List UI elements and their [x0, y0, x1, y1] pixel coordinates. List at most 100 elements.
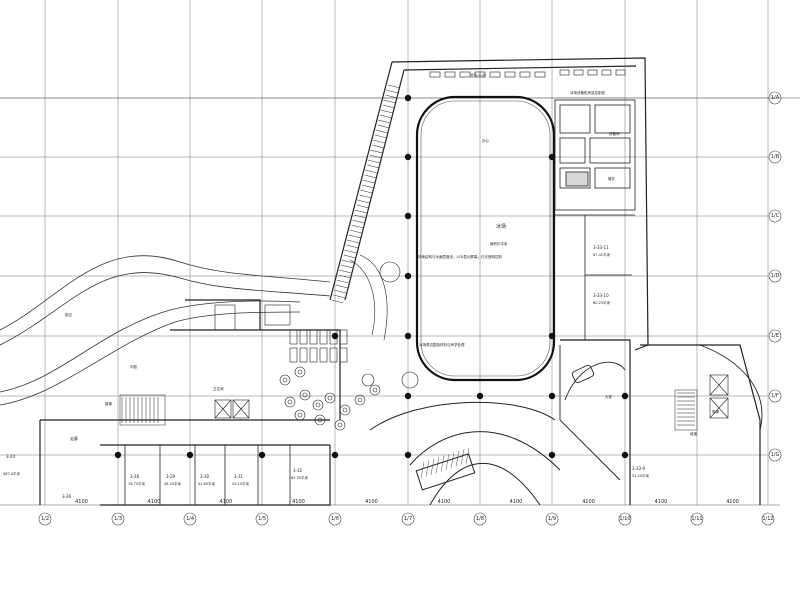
- void-label: 挑空: [65, 312, 72, 317]
- rink-area: 面积约平米: [490, 241, 508, 246]
- structural-columns: [114, 94, 629, 459]
- grid-bubble-col: 1/9: [545, 512, 559, 526]
- grid-bubble-label: 1/8: [476, 516, 484, 522]
- grid-bubble-label: 1/C: [771, 213, 780, 219]
- grid-bubble-label: 1/7: [404, 516, 412, 522]
- grid-bubble-row: 1/C: [768, 209, 782, 223]
- shop-3-29-area: 48.20平米: [164, 481, 182, 486]
- grid-bubble-label: 1/10: [619, 516, 630, 522]
- dimension-text: 4100: [438, 499, 451, 505]
- pipe-well-label: 管井: [608, 176, 616, 181]
- grid-bubble-label: 1/4: [186, 516, 194, 522]
- shop-3-30: 3-30: [200, 474, 210, 479]
- shop-3-33-11-area: 67.41平米: [593, 252, 611, 257]
- grid-bubble-col: 1/5: [255, 512, 269, 526]
- grid-bubble-label: 1/B: [771, 154, 780, 160]
- elevator-label: 电梯: [712, 409, 720, 414]
- rink-label: 冰场: [496, 223, 506, 230]
- grid-bubble-row: 1/G: [768, 448, 782, 462]
- dimension-text: 4100: [365, 499, 378, 505]
- grid-bubble-label: 1/G: [771, 452, 780, 458]
- dimension-text: 4100: [148, 499, 161, 505]
- shop-3-33-9-area: 51.20平米: [632, 473, 650, 478]
- office-label: 办公: [482, 138, 490, 143]
- grid-bubble-label: 1/2: [41, 516, 49, 522]
- shop-3-33-11: 3-33-11: [593, 245, 609, 250]
- ice-rink: [415, 95, 556, 382]
- shop-3-32-area: 62.35平米: [291, 475, 309, 480]
- elevator-bank: [214, 374, 729, 419]
- stair-label: 楼梯: [105, 401, 112, 406]
- ice-rink-inner: [420, 100, 551, 377]
- dimension-text: 4100: [726, 499, 739, 505]
- grid-bubble-label: 1/D: [771, 273, 780, 279]
- grid-bubble-col: 1/7: [401, 512, 415, 526]
- shop-3-33-10: 3-33-10: [593, 293, 609, 298]
- shop-3-29: 3-29: [166, 474, 176, 479]
- plan-labels: 冰场 面积约平米 场地结构与冰面层做法；LED显示屏幕；灯光音响控制 冰场周边围…: [3, 72, 720, 499]
- dimension-text: 4100: [75, 499, 88, 505]
- entrance-pillars: [361, 261, 419, 389]
- grid-bubble-label: 1/3: [114, 516, 122, 522]
- right-service-core: [554, 99, 636, 340]
- shop-3-28: 3-28: [130, 474, 140, 479]
- grid-bubble-label: 1/9: [548, 516, 556, 522]
- shop-3-33-10-area: 60.23平米: [593, 300, 611, 305]
- grid-bubble-col: 1/2: [38, 512, 52, 526]
- grid-bubble-col: 1/11: [690, 512, 704, 526]
- dimension-text: 4100: [292, 499, 305, 505]
- grid-bubble-col: 1/4: [183, 512, 197, 526]
- shop-3-28-area: 76.75平米: [128, 481, 146, 486]
- atrium-label: 中庭: [130, 364, 137, 369]
- grid-bubble-label: 1/6: [331, 516, 339, 522]
- lobby-label: 大堂: [605, 394, 613, 399]
- shop-3-24: 3-24: [6, 454, 16, 459]
- shop-3-31: 3-31: [234, 474, 244, 479]
- shop-3-26: 3-26: [62, 494, 72, 499]
- grid-bubble-col: 1/12: [761, 512, 775, 526]
- ramp-label: 坡道: [690, 431, 698, 436]
- dimension-text: 4100: [220, 499, 233, 505]
- grid-bubble-label: 1/11: [691, 516, 702, 522]
- equip-label: 设备间: [609, 131, 620, 136]
- stair-right: [674, 389, 698, 431]
- road-curves: [0, 255, 331, 406]
- rink-note-2: 冰场周边围挡材料与声学处理: [419, 342, 465, 347]
- building-outline: [39, 57, 761, 506]
- top-right-label: 冰场设备机房及控制室: [570, 90, 605, 95]
- shop-3-33-9: 3-33-9: [632, 466, 646, 471]
- shop-3-24-area: 487.4平米: [3, 471, 21, 476]
- grid-bubble-col: 1/8: [473, 512, 487, 526]
- shop-3-31-area: 43.15平米: [232, 481, 250, 486]
- grid-bubble-row: 1/E: [768, 329, 782, 343]
- grid-bubble-col: 1/10: [618, 512, 632, 526]
- top-label: 室外平台: [470, 72, 486, 78]
- grid-bubble-label: 1/5: [258, 516, 266, 522]
- curved-ramp: [369, 401, 561, 506]
- grid-bubble-row: 1/B: [768, 150, 782, 164]
- grid-bubble-label: 1/E: [771, 333, 779, 339]
- shop-partitions: [124, 445, 291, 505]
- shop-3-32: 3-32: [293, 468, 303, 473]
- central-atrium-furniture: [214, 254, 388, 431]
- toilet-label: 卫生间: [213, 386, 224, 391]
- corridor-label: 走廊: [70, 435, 78, 441]
- dimension-text: 4100: [655, 499, 668, 505]
- car-ramp: [559, 344, 763, 481]
- grid-bubble-label: 1/F: [771, 393, 779, 399]
- dimension-text: 4100: [582, 499, 595, 505]
- rink-note: 场地结构与冰面层做法；LED显示屏幕；灯光音响控制: [418, 254, 502, 259]
- shop-3-30-area: 42.60平米: [198, 481, 216, 486]
- grid-bubble-row: 1/D: [768, 269, 782, 283]
- grid-bubble-label: 1/12: [762, 516, 773, 522]
- top-windows: [429, 69, 626, 78]
- grid-lines: [0, 0, 769, 505]
- stair-left: [119, 394, 166, 426]
- grid-bubble-col: 1/3: [111, 512, 125, 526]
- grid-bubble-col: 1/6: [328, 512, 342, 526]
- grid-bubble-row: 1/F: [768, 389, 782, 403]
- dimension-text: 4100: [510, 499, 523, 505]
- facade-mullions: [331, 84, 401, 304]
